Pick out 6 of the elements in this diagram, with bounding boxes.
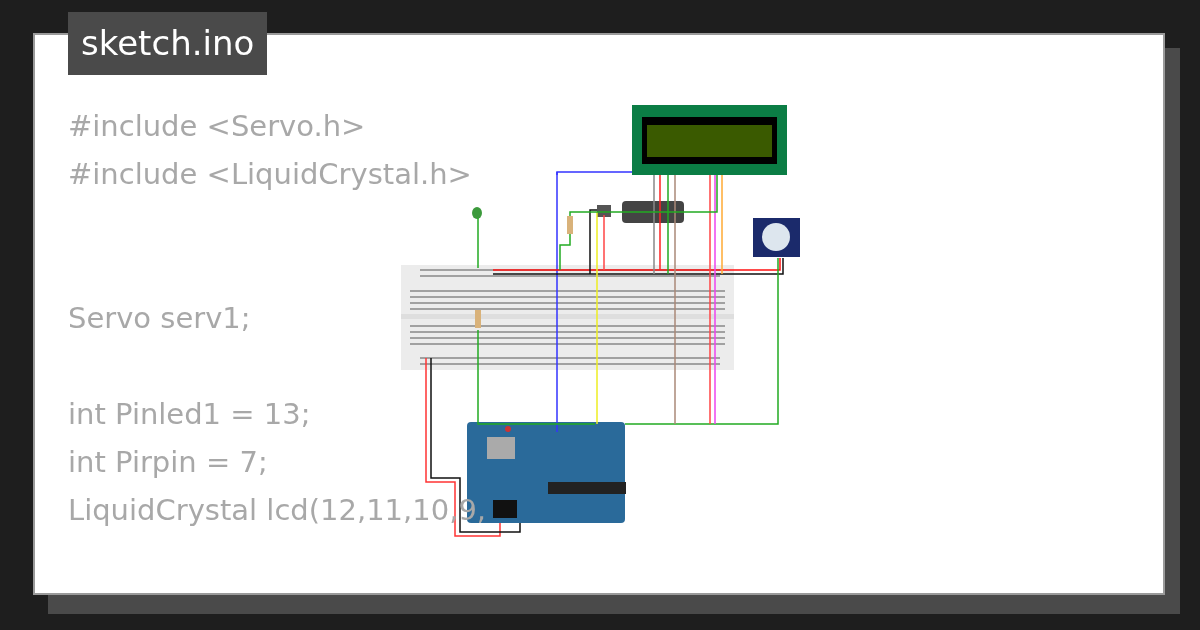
code-line: int Pinled1 = 13; <box>68 396 311 432</box>
code-line: Servo serv1; <box>68 300 251 336</box>
code-line: #include <Servo.h> <box>68 108 366 144</box>
code-line: int Pirpin = 7; <box>68 444 268 480</box>
file-name-tab: sketch.ino <box>68 12 268 75</box>
code-line: #include <LiquidCrystal.h> <box>68 156 472 192</box>
